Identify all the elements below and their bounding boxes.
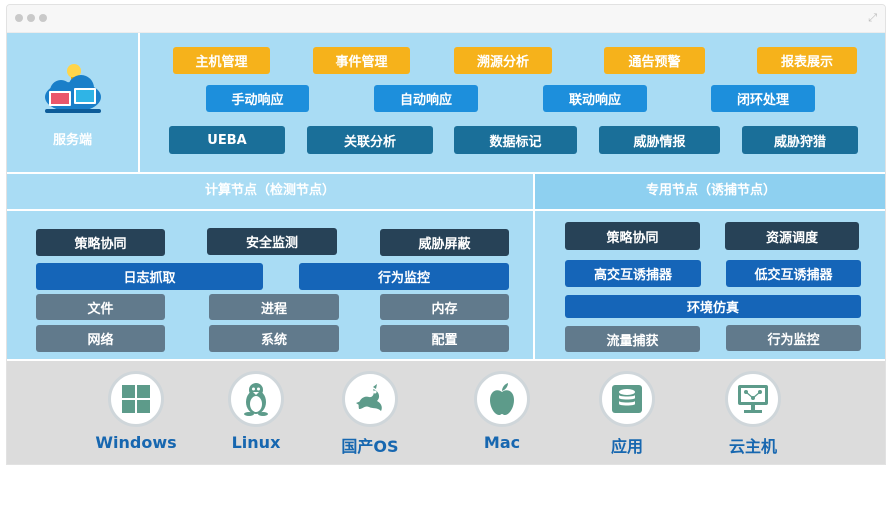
database-icon (599, 371, 655, 427)
window-dot-icon (39, 14, 47, 22)
windows-icon (108, 371, 164, 427)
apple-icon (474, 371, 530, 427)
compute-node-section: 计算节点（检测节点） 策略协同 安全监测 威胁屏蔽 日志抓取 行为监控 文件 进… (7, 174, 533, 359)
platform-mac[interactable]: Mac (447, 371, 557, 452)
manual-response-button[interactable]: 手动响应 (206, 85, 309, 112)
platform-application[interactable]: 应用 (572, 371, 682, 457)
server-section: 服务端 (7, 33, 138, 172)
linked-response-button[interactable]: 联动响应 (543, 85, 647, 112)
server-functions-section: 主机管理 事件管理 溯源分析 通告预警 报表展示 手动响应 自动响应 联动响应 … (140, 33, 885, 172)
threat-intel-button[interactable]: 威胁情报 (599, 126, 720, 154)
platform-bar: Windows Linux (7, 361, 885, 464)
platform-linux[interactable]: Linux (201, 371, 311, 452)
monitor-network-icon (725, 371, 781, 427)
config-button[interactable]: 配置 (380, 325, 509, 352)
special-node-section: 专用节点（诱捕节点） 策略协同 资源调度 高交互诱捕器 低交互诱捕器 环境仿真 … (535, 174, 885, 359)
high-interaction-trap-button[interactable]: 高交互诱捕器 (565, 260, 701, 287)
window-dot-icon (27, 14, 35, 22)
ueba-button[interactable]: UEBA (169, 126, 285, 154)
platform-label: 应用 (610, 437, 643, 456)
auto-response-button[interactable]: 自动响应 (374, 85, 478, 112)
dragon-icon (342, 371, 398, 427)
event-management-button[interactable]: 事件管理 (313, 47, 410, 74)
system-button[interactable]: 系统 (209, 325, 339, 352)
window-titlebar: ⤢ (7, 5, 885, 33)
resource-schedule-button[interactable]: 资源调度 (725, 222, 859, 250)
platform-label: Mac (483, 433, 521, 452)
browser-window: ⤢ 服务端 主机管理 (6, 4, 886, 465)
alert-notice-button[interactable]: 通告预警 (604, 47, 705, 74)
window-dot-icon (15, 14, 23, 22)
platform-label: 国产OS (341, 437, 399, 456)
low-interaction-trap-button[interactable]: 低交互诱捕器 (726, 260, 861, 287)
security-monitor-button[interactable]: 安全监测 (207, 228, 337, 255)
correlation-analysis-button[interactable]: 关联分析 (307, 126, 433, 154)
linux-penguin-icon (228, 371, 284, 427)
report-display-button[interactable]: 报表展示 (757, 47, 857, 74)
policy-collab-button[interactable]: 策略协同 (36, 229, 165, 256)
server-cloud-icon (41, 61, 105, 117)
threat-hunting-button[interactable]: 威胁狩猎 (742, 126, 858, 154)
process-button[interactable]: 进程 (209, 294, 339, 320)
traffic-capture-button[interactable]: 流量捕获 (565, 326, 700, 352)
memory-button[interactable]: 内存 (380, 294, 509, 320)
architecture-diagram: 服务端 主机管理 事件管理 溯源分析 通告预警 报表展示 手动响应 自动响应 联… (7, 33, 885, 464)
closed-loop-button[interactable]: 闭环处理 (711, 85, 815, 112)
platform-label: Linux (231, 433, 281, 452)
server-label: 服务端 (52, 133, 92, 148)
platform-domestic-os[interactable]: 国产OS (315, 371, 425, 457)
special-node-title: 专用节点（诱捕节点） (535, 174, 885, 211)
special-behavior-monitor-button[interactable]: 行为监控 (726, 325, 861, 351)
log-capture-button[interactable]: 日志抓取 (36, 263, 263, 290)
compute-node-title: 计算节点（检测节点） (7, 174, 533, 211)
threat-block-button[interactable]: 威胁屏蔽 (380, 229, 509, 256)
special-policy-collab-button[interactable]: 策略协同 (565, 222, 700, 250)
host-management-button[interactable]: 主机管理 (173, 47, 270, 74)
expand-icon[interactable]: ⤢ (868, 11, 877, 24)
platform-label: Windows (95, 433, 177, 452)
platform-windows[interactable]: Windows (81, 371, 191, 452)
network-button[interactable]: 网络 (36, 325, 165, 352)
file-button[interactable]: 文件 (36, 294, 165, 320)
data-tagging-button[interactable]: 数据标记 (454, 126, 577, 154)
behavior-monitor-button[interactable]: 行为监控 (299, 263, 509, 290)
env-simulation-button[interactable]: 环境仿真 (565, 295, 861, 318)
platform-label: 云主机 (728, 437, 777, 456)
trace-analysis-button[interactable]: 溯源分析 (454, 47, 552, 74)
platform-cloud-host[interactable]: 云主机 (698, 371, 808, 457)
